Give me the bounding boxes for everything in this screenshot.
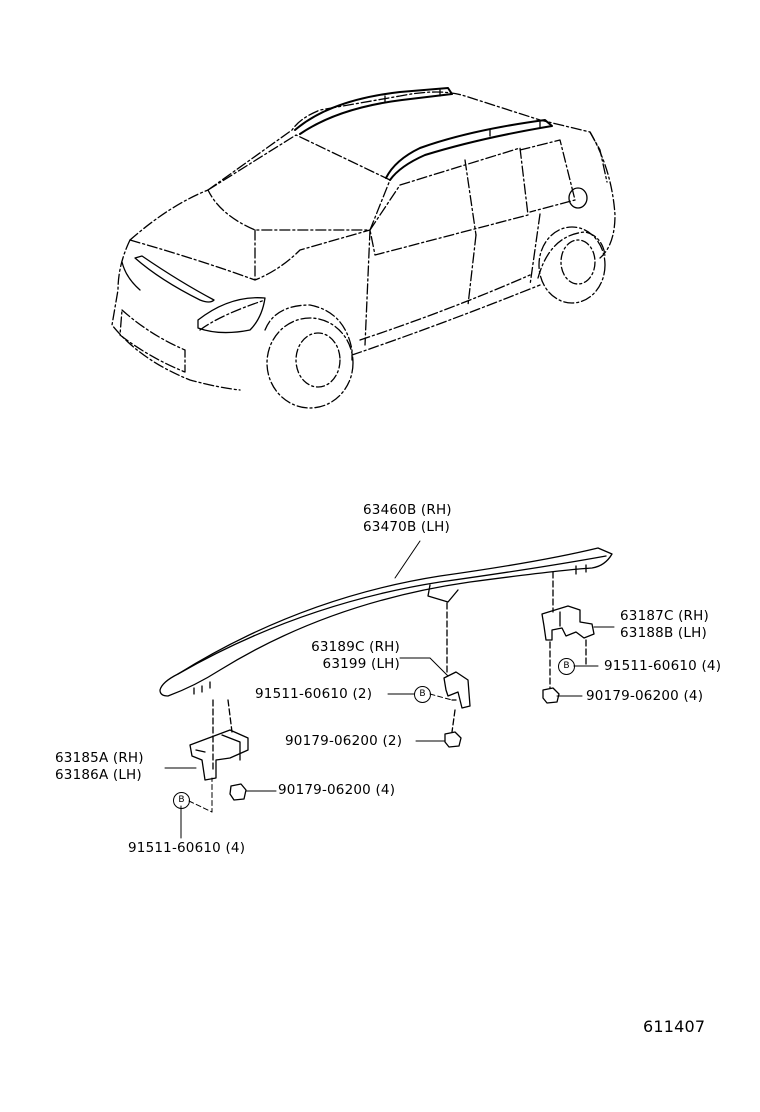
label-roof-rail: 63460B (RH) 63470B (LH) (363, 502, 452, 536)
car-windshield (207, 134, 391, 231)
label-rear-bracket-lh: 63188B (LH) (620, 625, 707, 641)
car-rear-wheel (538, 226, 606, 304)
rear-bracket-guide (549, 571, 587, 689)
nut-mid (444, 731, 462, 748)
front-bracket-guide (212, 699, 233, 771)
label-roof-rail-lh: 63470B (LH) (363, 519, 450, 535)
car-hood (129, 189, 371, 281)
car-roof-rail-far (294, 87, 453, 135)
car-side-windows (369, 139, 576, 256)
car-roof-rail-near (385, 119, 553, 181)
label-rivet-rear: 91511-60610 (4) (604, 658, 722, 674)
circle-b-front: B (173, 792, 190, 809)
diagram-id: 611407 (643, 1017, 706, 1036)
leader-front-rivet-dash (188, 777, 213, 813)
nut-front (229, 783, 247, 801)
car-illustration (111, 87, 616, 409)
nuts (229, 687, 560, 801)
car-sill (351, 274, 541, 356)
rear-bracket-body (541, 605, 595, 641)
label-front-bracket-rh: 63185A (RH) (55, 750, 144, 766)
car-doors (364, 213, 541, 346)
label-mid-bracket-lh: 63199 (LH) (322, 656, 400, 672)
mid-bracket (443, 602, 471, 733)
mid-bracket-guide (446, 602, 456, 733)
roof-rail-studs (193, 564, 587, 695)
leader-mid-rivet-dash (429, 693, 453, 701)
leader-lines (164, 540, 615, 839)
front-bracket-body (189, 729, 249, 781)
roof-rail-body (159, 547, 613, 697)
front-bracket (189, 699, 249, 781)
car-lower-grille (119, 309, 186, 373)
car-roof-outline (207, 91, 608, 191)
label-nut-mid: 90179-06200 (2) (285, 733, 403, 749)
label-roof-rail-rh: 63460B (RH) (363, 502, 452, 518)
leader-mid-bracket (399, 657, 449, 677)
nut-rear (542, 687, 560, 704)
car-front-wheel (266, 317, 354, 409)
label-front-bracket-lh: 63186A (LH) (55, 767, 142, 783)
car-front-arch (264, 304, 353, 361)
roof-rail-ridge (177, 555, 607, 675)
label-mid-bracket-rh: 63189C (RH) (311, 639, 400, 655)
circle-b-mid: B (414, 686, 431, 703)
label-mid-bracket: 63189C (RH) 63199 (LH) (292, 639, 400, 673)
leader-rail (394, 540, 421, 579)
label-nut-front: 90179-06200 (4) (278, 782, 396, 798)
car-fuel-flap (568, 187, 588, 209)
label-rear-bracket: 63187C (RH) 63188B (LH) (620, 608, 709, 642)
label-rivet-mid: 91511-60610 (2) (255, 686, 373, 702)
car-rear-arch (537, 231, 606, 279)
car-rear-hub (560, 239, 596, 285)
label-rear-bracket-rh: 63187C (RH) (620, 608, 709, 624)
label-front-bracket: 63185A (RH) 63186A (LH) (55, 750, 144, 784)
label-rivet-front: 91511-60610 (4) (128, 840, 246, 856)
roof-rail-mid-tab (427, 584, 459, 603)
label-nut-rear: 90179-06200 (4) (586, 688, 704, 704)
car-rear (589, 131, 616, 259)
circle-b-rear: B (558, 658, 575, 675)
roof-rail (159, 547, 613, 697)
car-front (111, 239, 266, 391)
rear-bracket (541, 571, 595, 689)
mid-bracket-body (443, 671, 471, 709)
car-grille (121, 255, 215, 303)
car-rail-feet (384, 89, 541, 137)
car-front-hub (295, 332, 341, 388)
car-headlight (197, 297, 266, 334)
